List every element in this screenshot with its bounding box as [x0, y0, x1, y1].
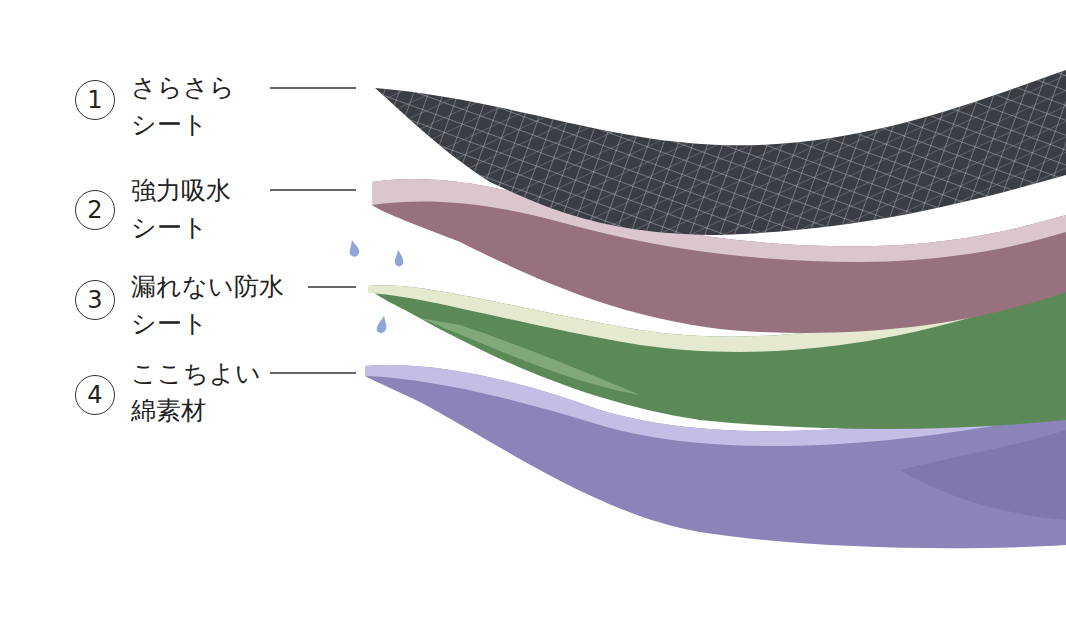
layer-callout: 3漏れない防水 シート — [75, 280, 115, 320]
callout-number: 2 — [75, 190, 115, 230]
callout-number: 3 — [75, 280, 115, 320]
leader-line — [270, 372, 356, 374]
top-sheet-layer — [375, 70, 1066, 235]
leader-line — [270, 87, 356, 89]
leader-line — [308, 286, 356, 288]
callout-number: 1 — [75, 80, 115, 120]
layer-callout: 1さらさら シート — [75, 80, 115, 120]
layer-callout: 4ここちよい 綿素材 — [75, 375, 115, 415]
layer-callout: 2強力吸水 シート — [75, 190, 115, 230]
leader-lines — [270, 88, 356, 373]
layer-name: 漏れない防水 シート — [131, 268, 284, 342]
callout-number: 4 — [75, 375, 115, 415]
layer-name: さらさら シート — [131, 69, 235, 143]
leader-line — [270, 189, 356, 191]
layer-name: ここちよい 綿素材 — [131, 355, 261, 429]
water-drops — [350, 240, 404, 333]
layer-name: 強力吸水 シート — [131, 172, 231, 246]
